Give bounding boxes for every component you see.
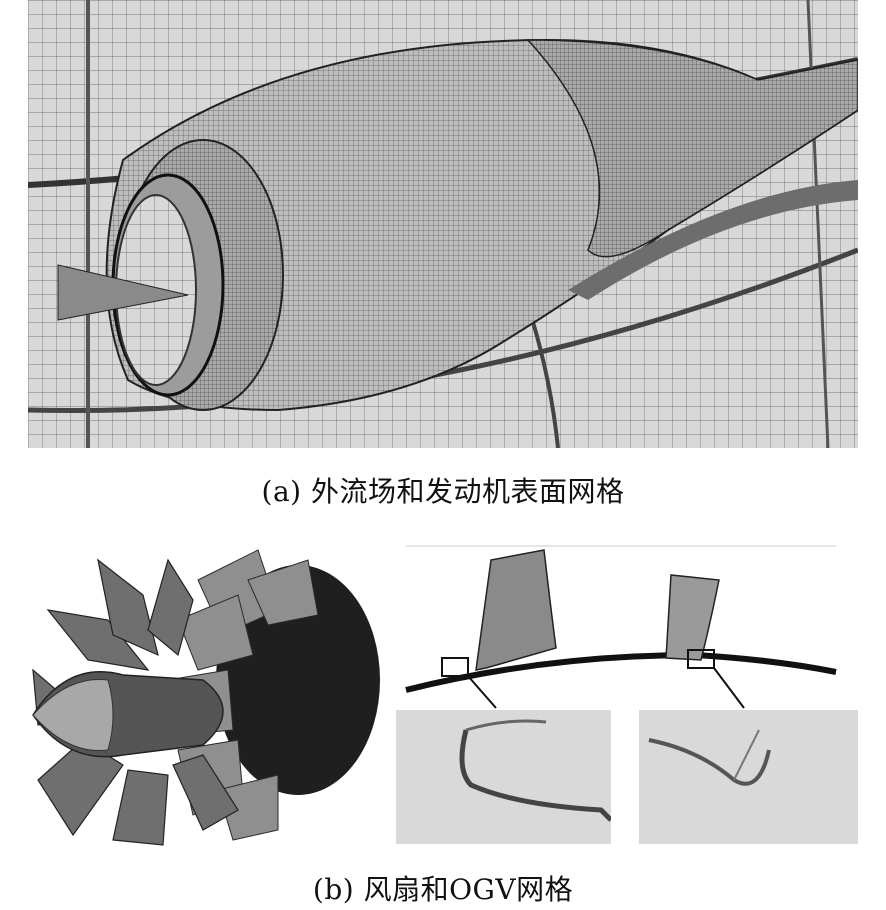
blade-profile-panel	[396, 540, 858, 850]
caption-a: (a) 外流场和发动机表面网格	[261, 475, 625, 508]
engine-nacelle-mesh-illustration	[28, 0, 858, 448]
ogv-root-zoom-icon	[648, 729, 771, 786]
fan-rotor-illustration	[32, 549, 380, 846]
blade-root-zoom-icon	[459, 719, 611, 822]
ogv-root-zoom	[639, 710, 858, 844]
caption-b: (b) 风扇和OGV网格	[312, 873, 574, 906]
blade-profile-illustration	[405, 545, 837, 709]
fan-rotor-image	[28, 540, 398, 860]
fan-blade-root-zoom	[396, 710, 611, 844]
outer-flow-engine-mesh-image	[28, 0, 858, 448]
